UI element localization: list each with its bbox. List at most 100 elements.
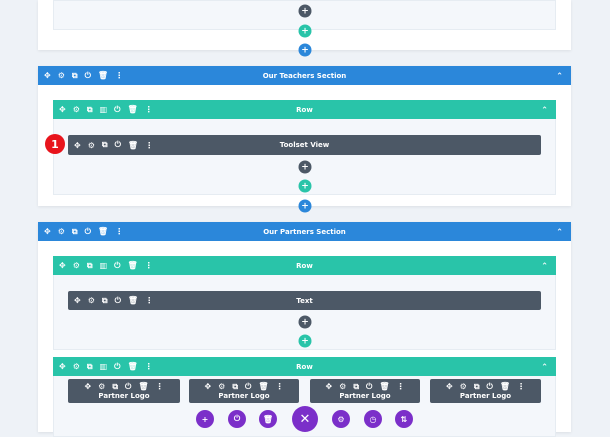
trash-icon[interactable]: 🗑 xyxy=(259,410,277,428)
gear-icon[interactable]: ⚙ xyxy=(339,381,347,391)
trash-icon[interactable]: 🗑 xyxy=(127,362,138,371)
more-icon[interactable]: ⋮ xyxy=(275,381,284,391)
move-icon[interactable]: ✥ xyxy=(59,261,66,270)
add-row-button[interactable]: + xyxy=(298,334,312,348)
more-icon[interactable]: ⋮ xyxy=(115,227,124,236)
add-button[interactable]: + xyxy=(196,410,214,428)
power-icon[interactable]: ⏻ xyxy=(114,361,121,371)
teachers-section-header[interactable]: ✥⚙⧉⏻🗑⋮ Our Teachers Section ⌃ xyxy=(38,66,571,85)
gear-icon[interactable]: ⚙ xyxy=(57,227,65,236)
trash-icon[interactable]: 🗑 xyxy=(138,381,149,391)
collapse-icon[interactable]: ⌃ xyxy=(541,105,548,114)
add-module-button[interactable]: + xyxy=(298,315,312,329)
duplicate-icon[interactable]: ⧉ xyxy=(101,295,108,305)
duplicate-icon[interactable]: ⧉ xyxy=(112,381,119,391)
move-icon[interactable]: ✥ xyxy=(44,227,51,236)
move-icon[interactable]: ✥ xyxy=(204,381,212,391)
trash-icon[interactable]: 🗑 xyxy=(97,227,109,236)
move-icon[interactable]: ✥ xyxy=(74,296,81,305)
power-icon[interactable]: ⏻ xyxy=(125,381,132,391)
partner-logo-module[interactable]: ✥⚙⧉⏻🗑⋮ Partner Logo xyxy=(68,379,180,403)
move-icon[interactable]: ✥ xyxy=(44,71,51,80)
more-icon[interactable]: ⋮ xyxy=(144,362,153,371)
duplicate-icon[interactable]: ⧉ xyxy=(232,381,239,391)
trash-icon[interactable]: 🗑 xyxy=(127,105,138,114)
power-icon[interactable]: ⏻ xyxy=(228,410,246,428)
more-icon[interactable]: ⋮ xyxy=(155,381,164,391)
add-row-button[interactable]: + xyxy=(298,179,312,193)
duplicate-icon[interactable]: ⧉ xyxy=(86,104,93,114)
partners-section-header[interactable]: ✥⚙⧉⏻🗑⋮ Our Partners Section ⌃ xyxy=(38,222,571,241)
move-icon[interactable]: ✥ xyxy=(445,381,453,391)
more-icon[interactable]: ⋮ xyxy=(396,381,405,391)
more-icon[interactable]: ⋮ xyxy=(115,71,124,80)
trash-icon[interactable]: 🗑 xyxy=(97,71,109,80)
duplicate-icon[interactable]: ⧉ xyxy=(86,260,93,270)
power-icon[interactable]: ⏻ xyxy=(84,70,91,80)
power-icon[interactable]: ⏻ xyxy=(486,381,493,391)
trash-icon[interactable]: 🗑 xyxy=(379,381,390,391)
duplicate-icon[interactable]: ⧉ xyxy=(71,70,78,80)
partner-logo-module[interactable]: ✥⚙⧉⏻🗑⋮ Partner Logo xyxy=(189,379,299,403)
move-icon[interactable]: ✥ xyxy=(325,381,333,391)
close-icon[interactable]: ✕ xyxy=(292,406,318,432)
power-icon[interactable]: ⏻ xyxy=(114,260,121,270)
gear-icon[interactable]: ⚙ xyxy=(57,71,65,80)
power-icon[interactable]: ⏻ xyxy=(114,295,121,305)
add-module-button[interactable]: + xyxy=(298,160,312,174)
row-header[interactable]: ✥⚙⧉▥⏻🗑⋮ Row ⌃ xyxy=(53,100,556,119)
gear-icon[interactable]: ⚙ xyxy=(332,410,350,428)
toolset-view-module[interactable]: ✥⚙⧉⏻🗑⋮ Toolset View xyxy=(68,135,541,155)
gear-icon[interactable]: ⚙ xyxy=(218,381,226,391)
history-icon[interactable]: ◷ xyxy=(364,410,382,428)
more-icon[interactable]: ⋮ xyxy=(144,261,153,270)
trash-icon[interactable]: 🗑 xyxy=(127,261,138,270)
columns-icon[interactable]: ▥ xyxy=(99,105,108,114)
columns-icon[interactable]: ▥ xyxy=(99,362,108,371)
collapse-icon[interactable]: ⌃ xyxy=(541,261,548,270)
move-icon[interactable]: ✥ xyxy=(59,105,66,114)
duplicate-icon[interactable]: ⧉ xyxy=(473,381,480,391)
more-icon[interactable]: ⋮ xyxy=(144,105,153,114)
gear-icon[interactable]: ⚙ xyxy=(98,381,106,391)
move-icon[interactable]: ✥ xyxy=(74,140,81,150)
row-header[interactable]: ✥⚙⧉▥⏻🗑⋮ Row ⌃ xyxy=(53,357,556,376)
gear-icon[interactable]: ⚙ xyxy=(72,362,80,371)
power-icon[interactable]: ⏻ xyxy=(366,381,373,391)
add-section-button[interactable]: + xyxy=(298,43,312,57)
add-section-button[interactable]: + xyxy=(298,199,312,213)
power-icon[interactable]: ⏻ xyxy=(114,104,121,114)
gear-icon[interactable]: ⚙ xyxy=(87,140,95,150)
more-icon[interactable]: ⋮ xyxy=(145,140,154,150)
duplicate-icon[interactable]: ⧉ xyxy=(86,361,93,371)
partner-logo-module[interactable]: ✥⚙⧉⏻🗑⋮ Partner Logo xyxy=(430,379,541,403)
sort-icon[interactable]: ⇅ xyxy=(395,410,413,428)
collapse-icon[interactable]: ⌃ xyxy=(556,71,563,80)
power-icon[interactable]: ⏻ xyxy=(84,226,91,236)
trash-icon[interactable]: 🗑 xyxy=(127,296,139,305)
duplicate-icon[interactable]: ⧉ xyxy=(101,140,108,149)
add-row-button[interactable]: + xyxy=(298,24,312,38)
text-module[interactable]: ✥⚙⧉⏻🗑⋮ Text xyxy=(68,291,541,310)
partner-logo-module[interactable]: ✥⚙⧉⏻🗑⋮ Partner Logo xyxy=(310,379,420,403)
power-icon[interactable]: ⏻ xyxy=(114,140,121,149)
gear-icon[interactable]: ⚙ xyxy=(72,261,80,270)
trash-icon[interactable]: 🗑 xyxy=(258,381,269,391)
duplicate-icon[interactable]: ⧉ xyxy=(71,226,78,236)
move-icon[interactable]: ✥ xyxy=(59,362,66,371)
collapse-icon[interactable]: ⌃ xyxy=(541,362,548,371)
more-icon[interactable]: ⋮ xyxy=(145,296,154,305)
more-icon[interactable]: ⋮ xyxy=(517,381,526,391)
add-module-button[interactable]: + xyxy=(298,4,312,18)
trash-icon[interactable]: 🗑 xyxy=(127,140,139,150)
power-icon[interactable]: ⏻ xyxy=(245,381,252,391)
gear-icon[interactable]: ⚙ xyxy=(87,296,95,305)
gear-icon[interactable]: ⚙ xyxy=(72,105,80,114)
collapse-icon[interactable]: ⌃ xyxy=(556,227,563,236)
trash-icon[interactable]: 🗑 xyxy=(499,381,511,391)
gear-icon[interactable]: ⚙ xyxy=(459,381,467,391)
columns-icon[interactable]: ▥ xyxy=(99,261,108,270)
duplicate-icon[interactable]: ⧉ xyxy=(353,381,360,391)
row-header[interactable]: ✥⚙⧉▥⏻🗑⋮ Row ⌃ xyxy=(53,256,556,275)
move-icon[interactable]: ✥ xyxy=(84,381,92,391)
